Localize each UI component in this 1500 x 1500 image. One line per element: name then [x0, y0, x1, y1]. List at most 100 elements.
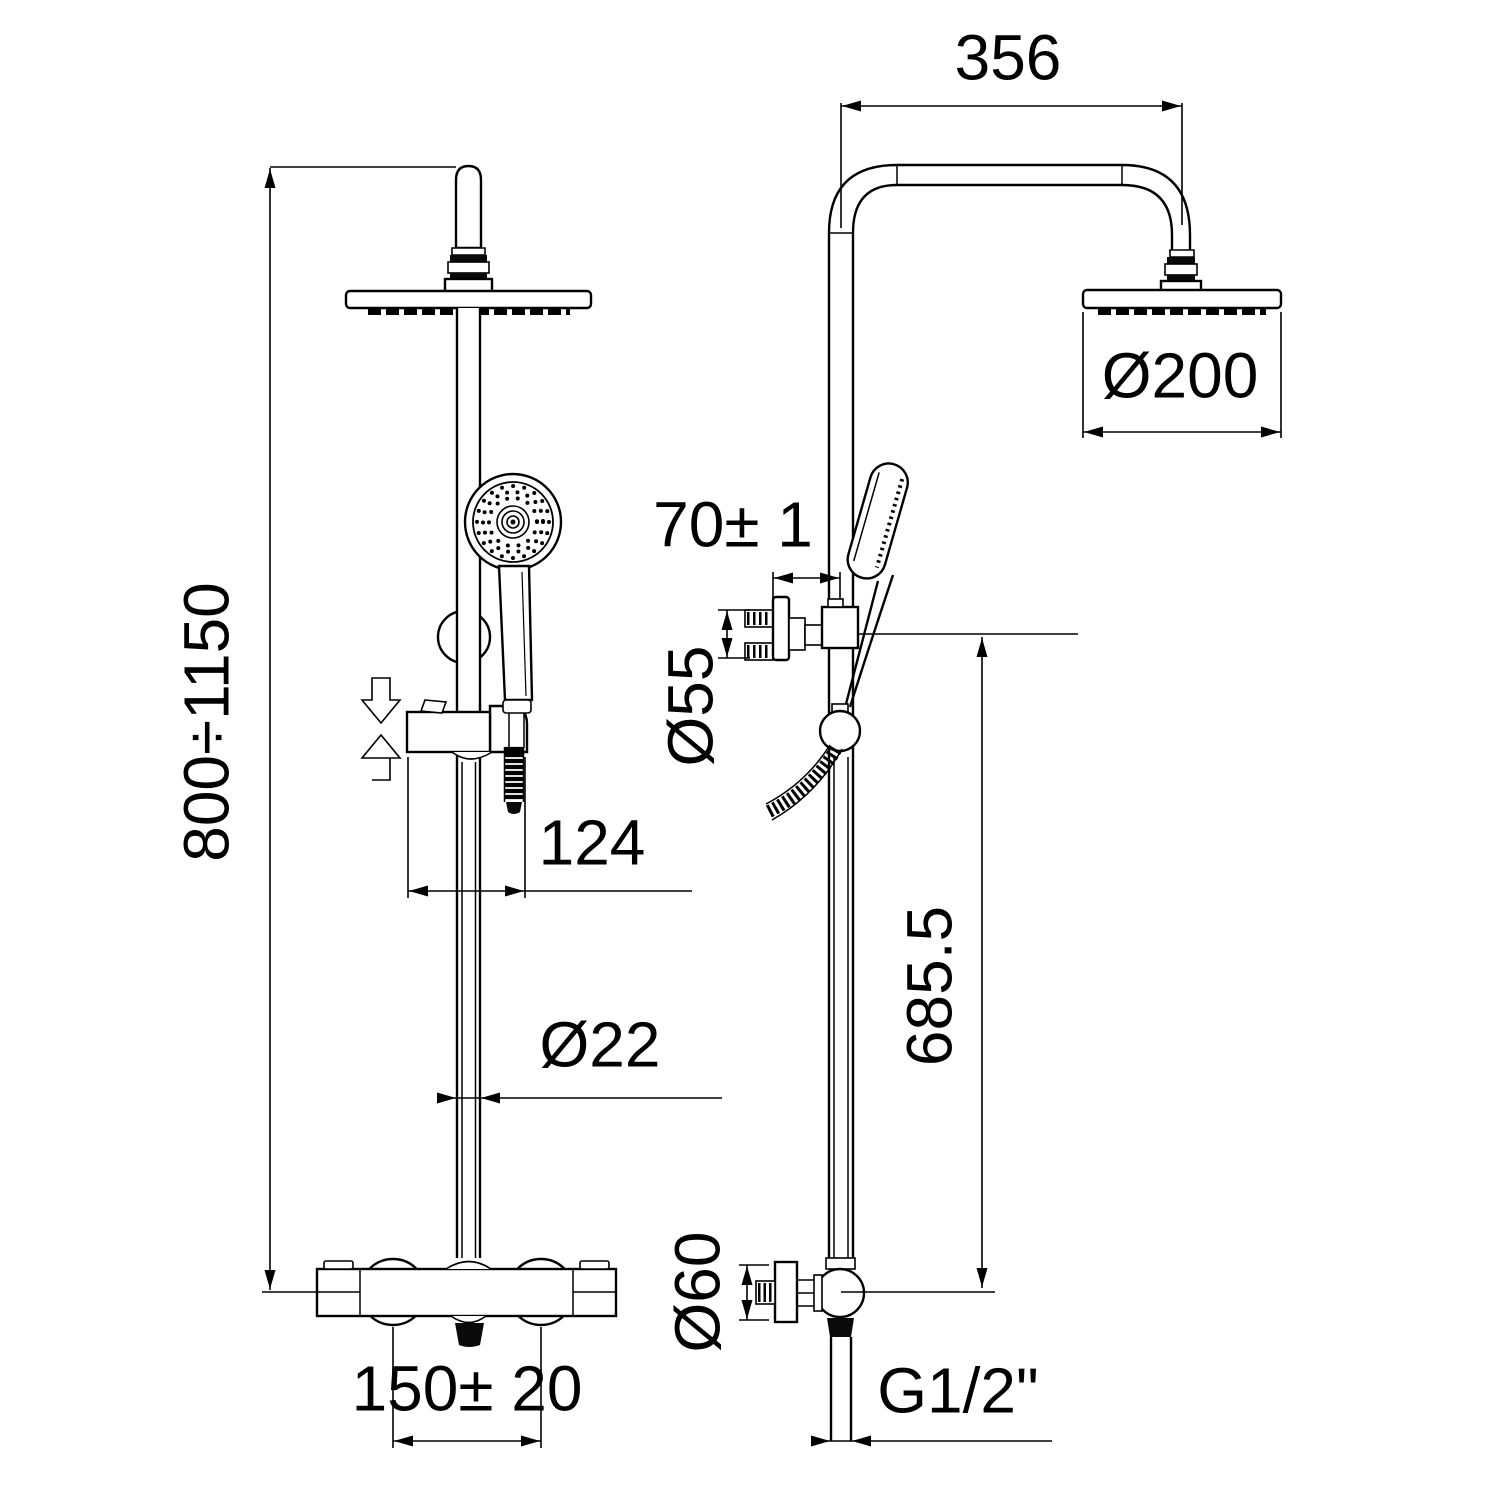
dim-label-bracket-to-valve: 685.5 — [893, 906, 965, 1066]
nozzle-ring — [475, 484, 551, 560]
arrowhead — [741, 1266, 753, 1285]
pipe-joint-dome — [445, 1260, 492, 1270]
outlet-dome — [450, 1315, 487, 1324]
dimension-annotations: 800÷1150 356 Ø200 70± 1 — [170, 21, 1282, 1448]
arrowhead — [505, 885, 524, 897]
arrowhead — [437, 1092, 456, 1104]
pipe-joint — [825, 1257, 856, 1270]
mixer-body — [315, 1267, 618, 1318]
center-dot — [510, 519, 516, 525]
pipe-fill — [457, 308, 480, 1258]
arrow-up-icon — [360, 733, 402, 781]
dim-label-height-range: 800÷1150 — [170, 582, 242, 862]
wall-bracket — [744, 595, 860, 662]
outlet-spout — [455, 1323, 484, 1347]
bracket-step — [804, 624, 823, 646]
arrowhead — [1261, 426, 1280, 438]
arrowhead — [721, 611, 733, 630]
fitting-band — [1167, 275, 1195, 281]
slider-bracket — [405, 710, 492, 754]
bracket-clamp — [451, 751, 493, 760]
dim-bracket-to-valve: 685.5 — [841, 633, 1078, 1293]
fitting-ring — [1164, 263, 1198, 276]
arrowhead — [976, 1268, 988, 1287]
rain-head — [1081, 288, 1283, 310]
handle-nut — [502, 699, 532, 714]
dim-wall-bracket-offset: 70± 1 — [653, 488, 841, 607]
outlet-spout — [827, 1318, 854, 1337]
mixer-knob — [814, 1267, 866, 1319]
side-view — [744, 163, 1283, 1441]
wall-flange — [771, 595, 791, 662]
head-nozzle-face — [874, 478, 905, 569]
mixer-front — [315, 1257, 618, 1347]
arrowhead — [741, 1300, 753, 1319]
arrowhead — [976, 638, 988, 657]
hand-shower-side — [765, 462, 909, 821]
fitting-band — [450, 273, 487, 279]
hand-shower-front — [463, 472, 563, 814]
clamp-tab — [827, 598, 844, 608]
slider-knob — [818, 709, 862, 753]
arm-bend — [827, 163, 898, 234]
dim-rain-head-diameter: Ø200 — [1082, 312, 1282, 438]
knob-hub — [813, 1274, 823, 1312]
dim-column-pipe-diameter: Ø22 — [437, 1008, 722, 1104]
hose-coil — [503, 746, 525, 814]
hand-shower-face-inner — [472, 481, 554, 563]
arrowhead — [811, 1435, 830, 1447]
arrowhead — [394, 1435, 413, 1447]
arm-bend — [851, 183, 898, 234]
head-fitting — [451, 247, 486, 256]
handle-curve — [848, 574, 895, 708]
hand-shower-head — [846, 462, 909, 580]
dim-label-slider-offset: 124 — [539, 806, 646, 878]
handle-seam — [521, 571, 527, 697]
fitting-band — [450, 255, 487, 262]
arrowhead — [481, 1092, 500, 1104]
arm-bend — [1121, 183, 1174, 250]
wall-flange — [773, 1260, 799, 1324]
dim-label-column-pipe-diameter: Ø22 — [540, 1008, 661, 1080]
dim-label-arm-projection: 356 — [955, 21, 1062, 93]
center-jet — [496, 505, 530, 539]
mixer-side — [755, 1257, 866, 1441]
front-view — [315, 164, 618, 1347]
center-jet — [506, 515, 520, 529]
dim-label-inlet-spacing: 150± 20 — [352, 1352, 583, 1424]
dim-valve-body-diameter: Ø60 — [661, 1232, 769, 1353]
dim-label-rain-head-diameter: Ø200 — [1102, 339, 1259, 411]
hand-shower-handle — [497, 564, 534, 702]
hose-outline — [765, 744, 831, 805]
bracket-clamp — [820, 605, 860, 650]
dim-slider-offset: 124 — [407, 757, 692, 898]
arm-tube — [454, 164, 483, 250]
dim-arm-projection: 356 — [840, 21, 1183, 228]
dim-label-wall-bracket-offset: 70± 1 — [653, 488, 813, 560]
bracket-lever — [419, 699, 448, 714]
hose-tip — [506, 802, 522, 814]
shower-arm — [827, 163, 1192, 250]
arrowhead — [774, 572, 793, 584]
bracket-step — [788, 617, 806, 651]
dim-connection-thread: G1/2" — [811, 1354, 1052, 1447]
arrowhead — [1162, 100, 1181, 112]
flex-hose — [765, 745, 842, 818]
dim-label-wall-flange-diameter: Ø55 — [654, 646, 726, 767]
cap-tab — [323, 1260, 354, 1270]
dim-label-connection-thread: G1/2" — [877, 1354, 1038, 1426]
arrowhead — [852, 1435, 871, 1447]
arrowhead — [264, 1270, 276, 1289]
nozzle-ring — [481, 490, 545, 554]
fitting-band — [1167, 257, 1195, 264]
arrow-down-icon — [360, 677, 402, 725]
dim-inlet-spacing: 150± 20 — [352, 1327, 583, 1448]
arm-bend — [1121, 163, 1192, 250]
arrowhead — [1084, 426, 1103, 438]
fitting-ring — [447, 261, 490, 274]
dim-wall-flange-diameter: Ø55 — [654, 609, 750, 767]
dim-label-valve-body-diameter: Ø60 — [661, 1232, 733, 1353]
head-fitting — [1169, 249, 1195, 258]
dim-height-range: 800÷1150 — [170, 166, 456, 1293]
